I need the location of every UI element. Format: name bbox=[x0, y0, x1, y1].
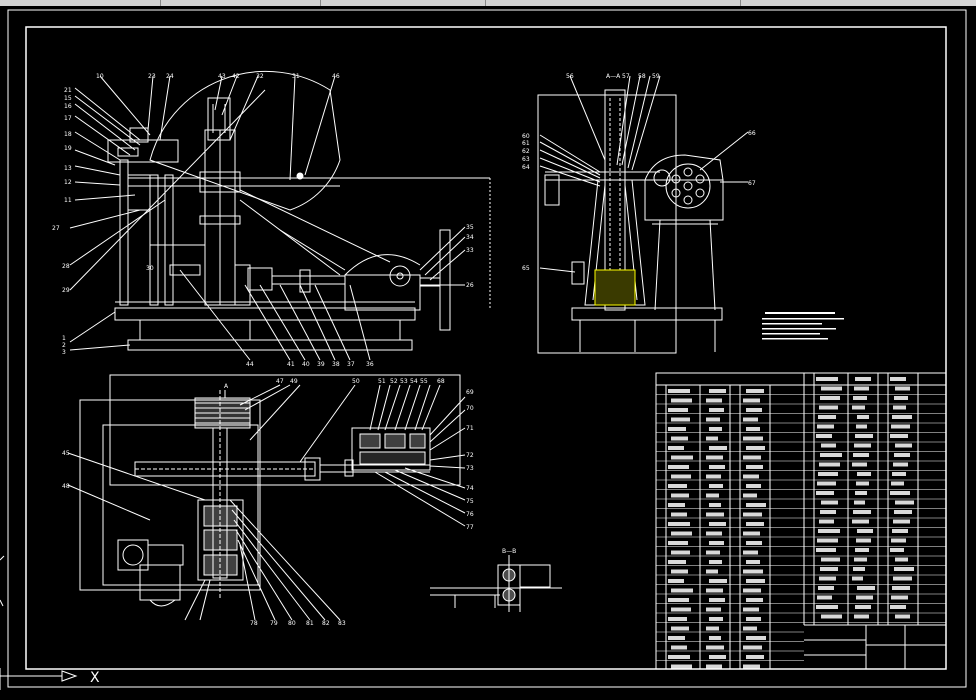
balloon-front: 11 bbox=[64, 197, 72, 204]
balloon-front-bottom: 1 bbox=[62, 335, 66, 342]
balloon-plan: 49 bbox=[290, 378, 298, 385]
balloon-side: 67 bbox=[748, 180, 756, 187]
balloon-side: 57 bbox=[622, 73, 630, 80]
title-strip-divider bbox=[320, 0, 321, 6]
balloon-front: 17 bbox=[64, 115, 72, 122]
balloon-front-bottom: 37 bbox=[347, 361, 355, 368]
balloon-front-bottom: 3 bbox=[62, 349, 66, 356]
side-view-section-a-a bbox=[537, 75, 749, 354]
balloon-front-bottom: 38 bbox=[332, 361, 340, 368]
balloon-plan: 54 bbox=[410, 378, 418, 385]
application-title-strip bbox=[0, 0, 976, 6]
front-view bbox=[69, 70, 491, 361]
balloon-front-bottom: 44 bbox=[246, 361, 254, 368]
section-label-a: A bbox=[224, 383, 229, 390]
balloon-plan: 55 bbox=[420, 378, 428, 385]
balloon-plan: 81 bbox=[306, 620, 314, 627]
balloon-front: 42 bbox=[232, 73, 240, 80]
balloon-plan: 68 bbox=[437, 378, 445, 385]
outer-sheet-border bbox=[7, 9, 967, 688]
balloon-front-bottom: 26 bbox=[466, 282, 474, 289]
balloon-front-bottom: 41 bbox=[287, 361, 295, 368]
balloon-plan: 80 bbox=[288, 620, 296, 627]
balloon-plan: 76 bbox=[466, 511, 474, 518]
balloon-front: 12 bbox=[64, 179, 72, 186]
balloon-side: 58 bbox=[638, 73, 646, 80]
balloon-plan: 75 bbox=[466, 498, 474, 505]
balloon-front: 23 bbox=[148, 73, 156, 80]
balloon-plan: 51 bbox=[378, 378, 386, 385]
balloon-side: 62 bbox=[522, 148, 530, 155]
ucs-icon bbox=[0, 555, 78, 690]
balloon-plan: 53 bbox=[400, 378, 408, 385]
balloon-plan: 70 bbox=[466, 405, 474, 412]
balloon-plan: 83 bbox=[338, 620, 346, 627]
balloon-front: 21 bbox=[64, 87, 72, 94]
balloon-side: 60 bbox=[522, 133, 530, 140]
balloon-front-bottom: 33 bbox=[466, 247, 474, 254]
balloon-front: 43 bbox=[218, 73, 226, 80]
balloon-front-bottom: 36 bbox=[366, 361, 374, 368]
balloon-front: 15 bbox=[64, 95, 72, 102]
balloon-front-bottom: 27 bbox=[52, 225, 60, 232]
balloon-plan: 72 bbox=[466, 452, 474, 459]
balloon-front-bottom: 39 bbox=[317, 361, 325, 368]
balloon-front-bottom: 29 bbox=[62, 287, 70, 294]
balloon-plan: 71 bbox=[466, 425, 474, 432]
balloon-front-bottom: 30 bbox=[146, 265, 154, 272]
balloon-plan: 82 bbox=[322, 620, 330, 627]
balloon-front: 16 bbox=[64, 103, 72, 110]
inner-drawing-border bbox=[25, 26, 947, 670]
balloon-plan: 50 bbox=[352, 378, 360, 385]
balloon-plan: 78 bbox=[250, 620, 258, 627]
bom-outer bbox=[655, 372, 947, 670]
plan-view bbox=[67, 374, 466, 621]
balloon-front-bottom: 2 bbox=[62, 342, 66, 349]
balloon-front: 46 bbox=[332, 73, 340, 80]
balloon-plan: 47 bbox=[276, 378, 284, 385]
balloon-plan: 52 bbox=[390, 378, 398, 385]
balloon-plan: 77 bbox=[466, 524, 474, 531]
balloon-front: 31 bbox=[292, 73, 300, 80]
balloon-front-bottom: 34 bbox=[466, 234, 474, 241]
balloon-side: 59 bbox=[652, 73, 660, 80]
balloon-front: 13 bbox=[64, 165, 72, 172]
balloon-plan: 48 bbox=[62, 483, 70, 490]
balloon-front: 32 bbox=[256, 73, 264, 80]
balloon-front: 10 bbox=[96, 73, 104, 80]
title-strip-divider bbox=[160, 0, 161, 6]
balloon-side: 63 bbox=[522, 156, 530, 163]
bill-of-materials-table bbox=[655, 372, 947, 670]
balloon-plan: 69 bbox=[466, 389, 474, 396]
base-beam bbox=[114, 307, 416, 321]
balloon-plan: 73 bbox=[466, 465, 474, 472]
balloon-side: 66 bbox=[748, 130, 756, 137]
title-strip-divider bbox=[740, 0, 741, 6]
title-strip-divider bbox=[485, 0, 486, 6]
balloon-front-bottom: 28 bbox=[62, 263, 70, 270]
balloon-front-bottom: 35 bbox=[466, 224, 474, 231]
balloon-side: 64 bbox=[522, 164, 530, 171]
section-label-a-a: A—A bbox=[606, 73, 621, 80]
section-label-b-b: B—B bbox=[502, 548, 516, 555]
balloon-front: 18 bbox=[64, 131, 72, 138]
balloon-side: 56 bbox=[566, 73, 574, 80]
balloon-plan: 74 bbox=[466, 485, 474, 492]
ucs-x-axis-label: X bbox=[90, 670, 100, 686]
balloon-front: 24 bbox=[166, 73, 174, 80]
balloon-front: 19 bbox=[64, 145, 72, 152]
balloon-side: 61 bbox=[522, 140, 530, 147]
balloon-side: 65 bbox=[522, 265, 530, 272]
balloon-plan: 45 bbox=[62, 450, 70, 457]
technical-notes bbox=[762, 312, 844, 340]
balloon-plan: 79 bbox=[270, 620, 278, 627]
balloon-front-bottom: 40 bbox=[302, 361, 310, 368]
section-view-b-b bbox=[430, 555, 562, 612]
